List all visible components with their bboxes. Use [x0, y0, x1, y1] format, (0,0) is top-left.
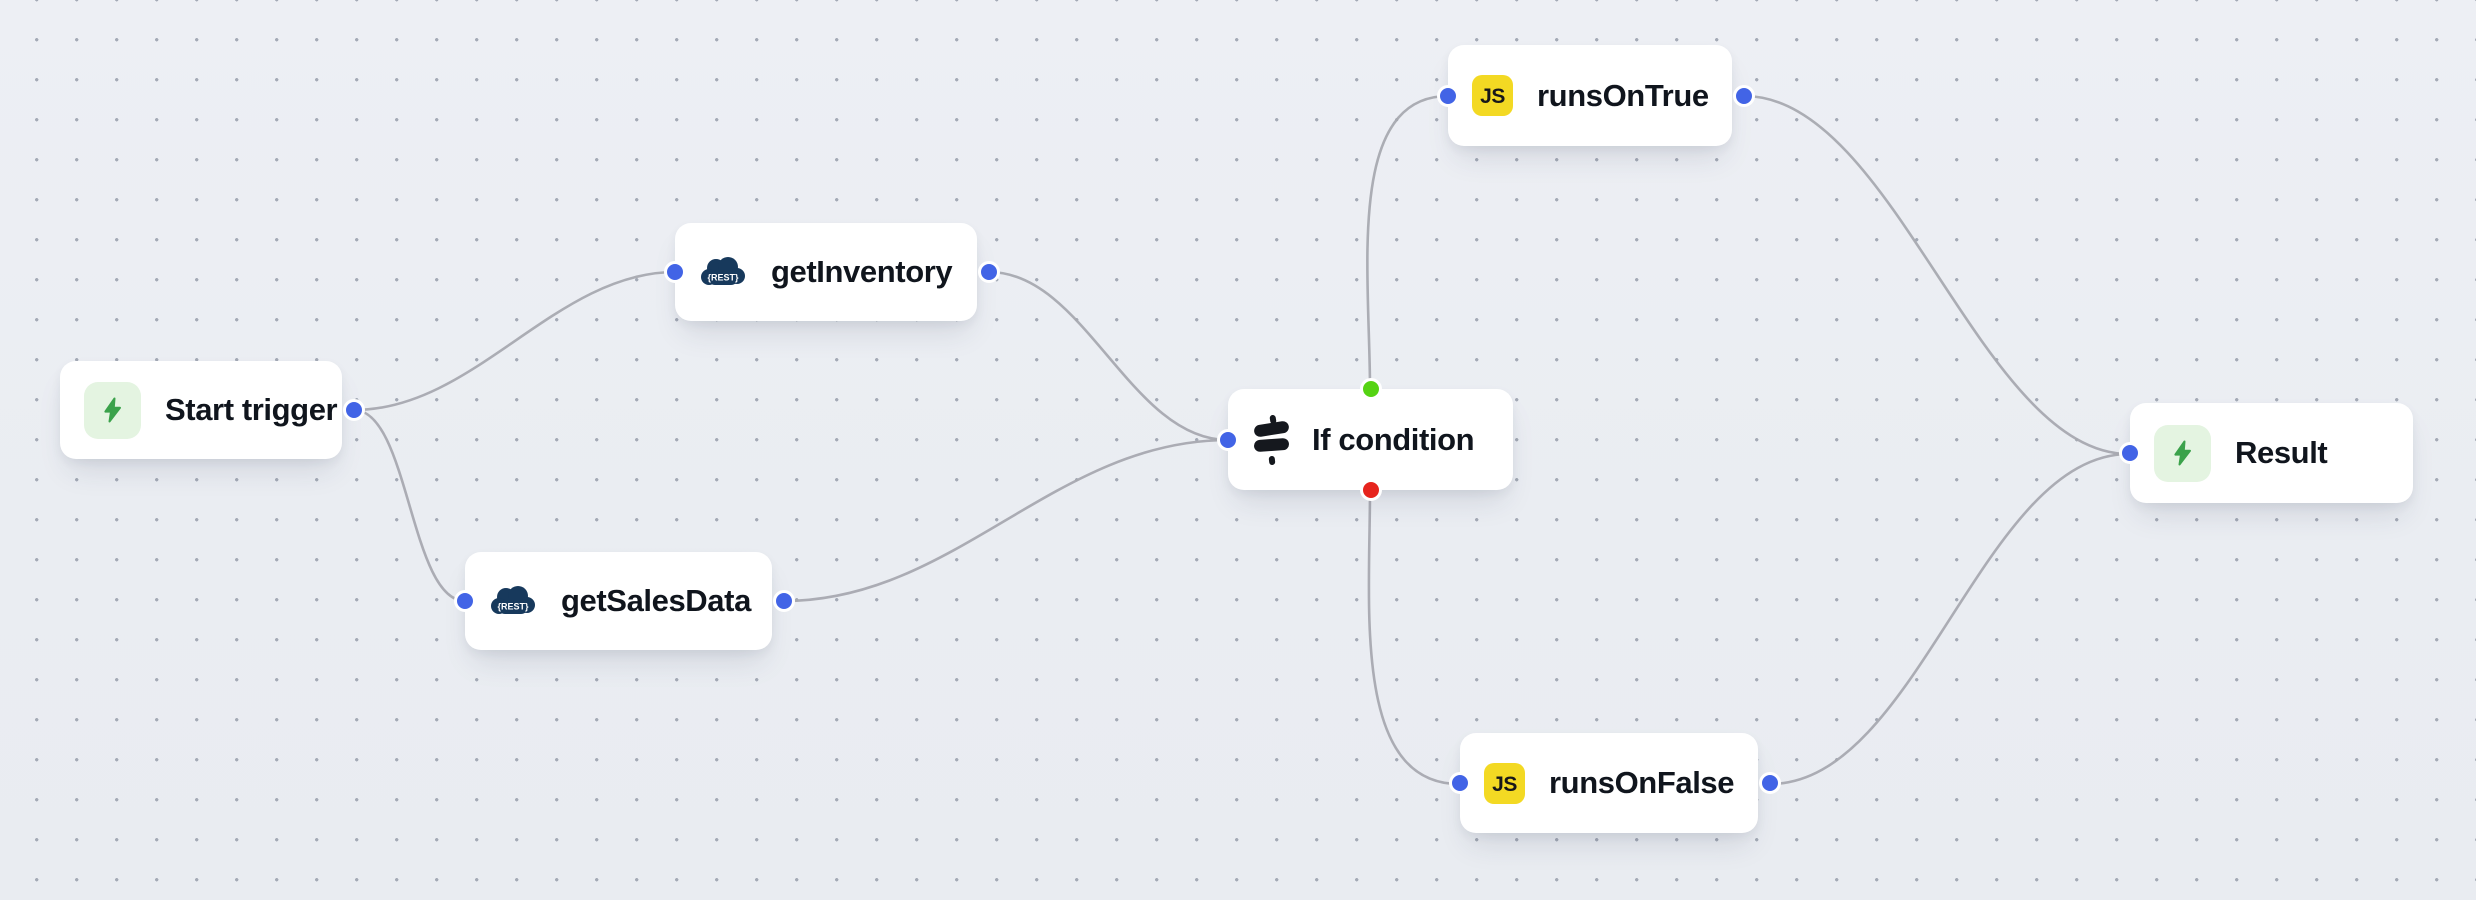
rest-cloud-icon: {REST}	[699, 255, 747, 289]
output-port[interactable]	[343, 399, 365, 421]
svg-text:{REST}: {REST}	[497, 602, 529, 612]
lightning-icon	[84, 381, 141, 439]
output-port[interactable]	[773, 590, 795, 612]
input-port[interactable]	[2119, 442, 2141, 464]
node-start-trigger[interactable]: Start trigger	[60, 361, 365, 459]
edge-iffalse-to-runsonfalse[interactable]	[1367, 489, 1460, 786]
edge-getsalesdata-to-ifcondition[interactable]	[783, 438, 1229, 603]
rest-cloud-icon: {REST}	[489, 584, 537, 618]
node-label: runsOnTrue	[1537, 77, 1709, 113]
input-port[interactable]	[1449, 772, 1471, 794]
edge-runsontrue-to-result[interactable]	[1743, 94, 2130, 456]
output-port[interactable]	[978, 261, 1000, 283]
node-label: Start trigger	[165, 392, 338, 427]
input-port[interactable]	[1217, 428, 1239, 451]
node-runs-on-true[interactable]: JS runsOnTrue	[1437, 45, 1755, 146]
node-label: If condition	[1312, 421, 1475, 457]
node-get-sales-data[interactable]: {REST} getSalesData	[454, 552, 795, 650]
node-get-inventory[interactable]: {REST} getInventory	[664, 223, 1000, 321]
node-runs-on-false[interactable]: JS runsOnFalse	[1449, 733, 1781, 833]
node-result[interactable]: Result	[2119, 403, 2413, 503]
node-label: getSalesData	[561, 583, 751, 618]
input-port[interactable]	[1437, 84, 1459, 107]
input-port[interactable]	[664, 261, 686, 283]
output-port[interactable]	[1733, 84, 1755, 107]
true-output-port[interactable]	[1359, 378, 1382, 400]
branch-icon	[1252, 414, 1292, 465]
node-label: getInventory	[771, 254, 953, 289]
javascript-icon: JS	[1484, 762, 1525, 804]
output-port[interactable]	[1759, 772, 1781, 794]
edge-start-to-getsalesdata[interactable]	[353, 408, 466, 603]
node-label: runsOnFalse	[1549, 765, 1735, 800]
edge-runsonfalse-to-result[interactable]	[1769, 452, 2130, 786]
edge-getinventory-to-ifcondition[interactable]	[988, 270, 1229, 442]
javascript-icon: JS	[1472, 75, 1513, 116]
svg-text:{REST}: {REST}	[707, 273, 739, 283]
edge-start-to-getinventory[interactable]	[353, 270, 676, 412]
edge-iftrue-to-runsontrue[interactable]	[1366, 94, 1449, 390]
node-if-condition[interactable]: If condition	[1217, 378, 1513, 501]
input-port[interactable]	[454, 590, 476, 612]
node-label: Result	[2235, 435, 2328, 470]
lightning-icon	[2154, 424, 2211, 482]
false-output-port[interactable]	[1359, 479, 1382, 501]
